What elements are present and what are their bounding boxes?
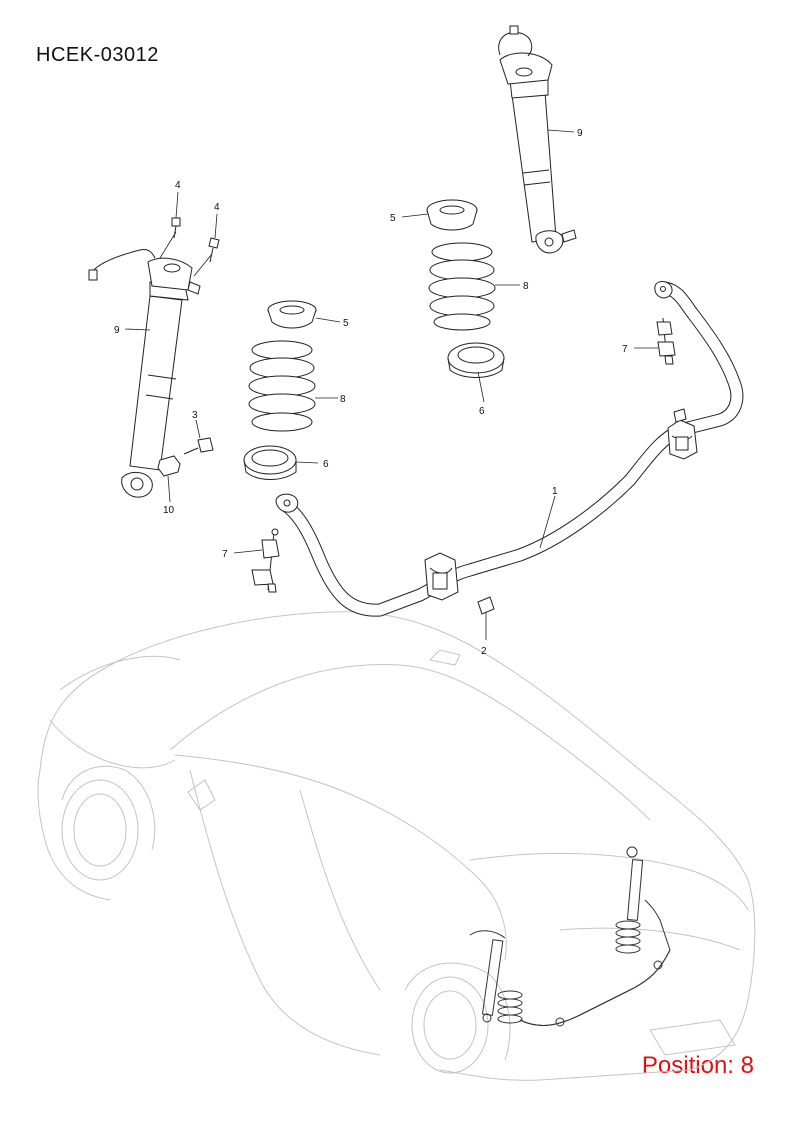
callout-5a: 5 xyxy=(343,318,349,329)
stabilizer-link-left xyxy=(251,528,280,593)
shock-absorber-right xyxy=(498,25,577,254)
callout-6a: 6 xyxy=(323,459,329,470)
callout-7a: 7 xyxy=(222,549,228,560)
shock-absorber-left xyxy=(88,249,201,498)
car-outline xyxy=(37,611,756,1081)
spring-seat-upper-left xyxy=(267,300,317,329)
callout-5b: 5 xyxy=(390,213,396,224)
sway-bar-bushing-left xyxy=(424,552,459,601)
lower-bolt-3 xyxy=(183,437,214,455)
callout-1: 1 xyxy=(552,486,558,497)
callout-9b: 9 xyxy=(577,128,583,139)
bracket-10 xyxy=(157,455,181,477)
callout-4b: 4 xyxy=(214,202,220,213)
stabilizer-bar xyxy=(275,281,744,617)
leader-lines xyxy=(124,129,658,554)
callout-7b: 7 xyxy=(622,344,628,355)
bushing-bolt-2 xyxy=(477,596,495,640)
callout-10: 10 xyxy=(163,505,175,516)
mounting-bolt-4a xyxy=(171,217,181,239)
sway-bar-bushing-right xyxy=(667,419,698,460)
coil-spring-left xyxy=(248,340,316,432)
callout-8b: 8 xyxy=(523,281,529,292)
stabilizer-link-right xyxy=(656,317,676,365)
bushing-bolt-right xyxy=(673,408,687,423)
callout-6b: 6 xyxy=(479,406,485,417)
mounting-bolt-4b xyxy=(208,237,220,263)
spring-pad-lower-right xyxy=(447,342,505,378)
callout-9a: 9 xyxy=(114,325,120,336)
spring-seat-upper-right xyxy=(426,199,478,231)
callout-2: 2 xyxy=(481,646,487,657)
installed-suspension-overview xyxy=(469,846,671,1027)
callout-4a: 4 xyxy=(175,180,181,191)
callouts: 1 2 3 4 4 5 5 6 6 7 7 8 8 9 9 10 xyxy=(114,128,628,657)
spring-pad-lower-left xyxy=(243,445,297,480)
position-label: Position: 8 xyxy=(641,1052,754,1079)
callout-3: 3 xyxy=(192,410,198,421)
callout-8a: 8 xyxy=(340,394,346,405)
diagram-code: HCEK-03012 xyxy=(36,44,159,66)
coil-spring-right xyxy=(428,242,496,331)
